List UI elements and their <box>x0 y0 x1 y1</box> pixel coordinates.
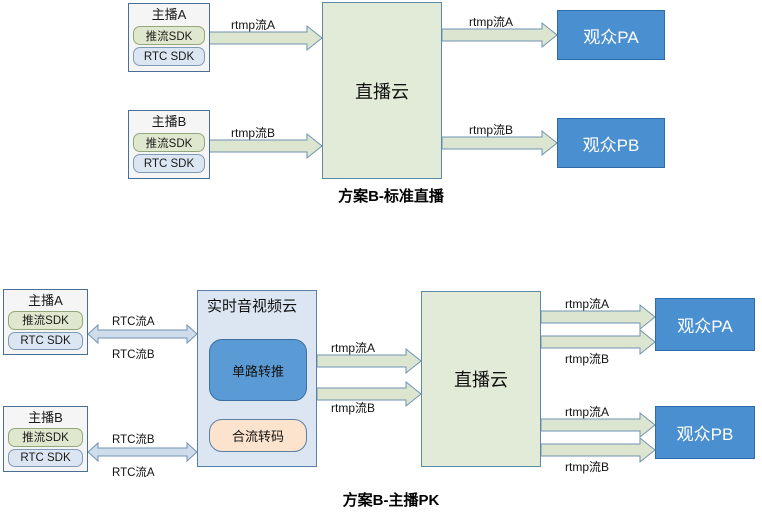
live-cloud-bottom: 直播云 <box>421 291 541 467</box>
label-top-egress-a: rtmp流A <box>469 15 514 29</box>
module-label: 合流转码 <box>231 429 284 444</box>
rtc-sdk-pill: RTC SDK <box>133 154 205 173</box>
diagram-title-bottom: 方案B-主播PK <box>342 492 440 509</box>
host-title: 主播B <box>151 114 187 129</box>
host-box-a-top[interactable]: 主播A 推流SDK RTC SDK <box>128 3 210 72</box>
rtc-cloud-title: 实时音视频云 <box>207 298 298 315</box>
viewer-label: 观众PA <box>583 27 639 47</box>
label-relay-b: rtmp流B <box>331 401 376 415</box>
host-title: 主播B <box>28 410 63 425</box>
rtc-sdk-pill: RTC SDK <box>8 448 83 467</box>
label-relay-a: rtmp流A <box>331 341 376 355</box>
rtc-sdk-pill: RTC SDK <box>8 331 83 350</box>
push-sdk-pill: 推流SDK <box>133 26 205 45</box>
module-single-relay[interactable]: 单路转推 <box>209 339 307 401</box>
live-cloud-label: 直播云 <box>454 370 508 390</box>
host-box-b-bottom[interactable]: 主播B 推流SDK RTC SDK <box>3 406 88 472</box>
viewer-label: 观众PB <box>582 135 640 155</box>
label-egress-pa-a: rtmp流A <box>565 297 610 311</box>
label-egress-pa-b: rtmp流B <box>565 352 610 366</box>
label-rtc-a-below: RTC流B <box>112 349 155 361</box>
push-sdk-pill: 推流SDK <box>133 133 205 152</box>
label-rtc-a-above: RTC流A <box>112 316 155 328</box>
host-box-b-top[interactable]: 主播B 推流SDK RTC SDK <box>128 110 210 179</box>
module-merge-transcode[interactable]: 合流转码 <box>209 419 307 452</box>
label-egress-pb-b: rtmp流B <box>565 460 610 474</box>
label-top-ingest-b: rtmp流B <box>231 126 276 140</box>
label-rtc-b-below: RTC流A <box>112 467 155 479</box>
module-label: 单路转推 <box>231 363 284 379</box>
live-cloud-top: 直播云 <box>322 2 442 179</box>
host-box-a-bottom[interactable]: 主播A 推流SDK RTC SDK <box>3 289 88 355</box>
viewer-box-pb-bottom: 观众PB <box>655 406 755 459</box>
diagram-title-top: 方案B-标准直播 <box>338 188 444 205</box>
rtc-sdk-pill: RTC SDK <box>133 47 205 66</box>
live-cloud-label: 直播云 <box>355 81 409 102</box>
label-top-ingest-a: rtmp流A <box>231 18 276 32</box>
label-top-egress-b: rtmp流B <box>469 123 514 137</box>
viewer-label: 观众PB <box>676 425 734 444</box>
host-title: 主播A <box>28 293 63 308</box>
viewer-box-pa-bottom: 观众PA <box>655 298 755 351</box>
push-sdk-pill: 推流SDK <box>8 428 83 447</box>
viewer-label: 观众PA <box>677 317 733 336</box>
viewer-box-pa-top: 观众PA <box>557 10 665 60</box>
viewer-box-pb-top: 观众PB <box>557 118 665 168</box>
host-title: 主播A <box>151 7 187 22</box>
rtc-cloud-box: 实时音视频云 单路转推 合流转码 <box>197 290 317 467</box>
label-rtc-b-above: RTC流B <box>112 434 155 446</box>
label-egress-pb-a: rtmp流A <box>565 405 610 419</box>
push-sdk-pill: 推流SDK <box>8 311 83 330</box>
